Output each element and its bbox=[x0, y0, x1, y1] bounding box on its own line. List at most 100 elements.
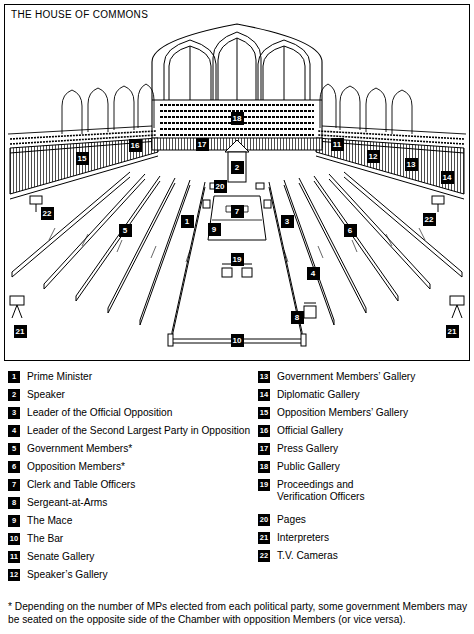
key-label: Pages bbox=[277, 514, 306, 526]
callout-number: 18 bbox=[231, 112, 244, 125]
callout-box: 22 bbox=[41, 207, 54, 220]
callout-box: 1 bbox=[181, 215, 194, 228]
key-entry: 21 Interpreters bbox=[258, 532, 329, 544]
key-entry: 13Government Members’ Gallery bbox=[258, 371, 415, 383]
callout-box: 11 bbox=[331, 138, 344, 151]
callout-number: 14 bbox=[441, 171, 454, 184]
callout-box: 10 bbox=[231, 334, 244, 347]
callout-number: 20 bbox=[258, 514, 270, 526]
key-label: Government Members* bbox=[27, 443, 132, 455]
frame bbox=[5, 5, 470, 361]
callout-box: 22 bbox=[423, 213, 436, 226]
public-gallery-seats bbox=[160, 105, 314, 135]
callout-number: 12 bbox=[8, 569, 20, 581]
callout-number: 13 bbox=[258, 371, 270, 383]
speaker-canopy bbox=[225, 140, 249, 152]
callout-box: 19 bbox=[231, 253, 244, 266]
callout-number: 10 bbox=[8, 533, 20, 545]
key-label: T.V. Cameras bbox=[277, 550, 338, 562]
key-entry: 7 Clerk and Table Officers bbox=[8, 479, 135, 491]
sergeant-chair bbox=[304, 306, 316, 318]
callout-number: 11 bbox=[331, 138, 344, 151]
callout-number: 3 bbox=[8, 407, 20, 419]
gothic-windows bbox=[164, 32, 310, 100]
callout-number: 15 bbox=[258, 407, 270, 419]
callout-number: 22 bbox=[258, 550, 270, 562]
callout-number: 3 bbox=[281, 215, 294, 228]
callout-number: 18 bbox=[258, 461, 270, 473]
callout-box: 16 bbox=[129, 139, 142, 152]
page-seat bbox=[256, 183, 264, 189]
key-label: Official Gallery bbox=[277, 425, 343, 437]
callout-number: 5 bbox=[119, 224, 132, 237]
key-entry: 11Senate Gallery bbox=[8, 551, 94, 563]
callout-number: 7 bbox=[8, 479, 20, 491]
key-entry: 18 Public Gallery bbox=[258, 461, 340, 473]
key-label: Prime Minister bbox=[27, 371, 92, 383]
diagram-title: THE HOUSE OF COMMONS bbox=[11, 9, 148, 20]
callout-box: 12 bbox=[367, 150, 380, 163]
key-entry: 15Opposition Members’ Gallery bbox=[258, 407, 408, 419]
key-label: Senate Gallery bbox=[27, 551, 94, 563]
key-entry: 22 T.V. Cameras bbox=[258, 550, 338, 562]
key-label: Clerk and Table Officers bbox=[27, 479, 135, 491]
callout-number: 1 bbox=[181, 215, 194, 228]
callout-number: 9 bbox=[208, 223, 221, 236]
footnote: * Depending on the number of MPs elected… bbox=[8, 600, 468, 626]
right-side bbox=[269, 84, 466, 337]
callout-number: 21 bbox=[258, 532, 270, 544]
key-label: Public Gallery bbox=[277, 461, 340, 473]
callout-number: 21 bbox=[446, 325, 459, 338]
callout-number: 2 bbox=[8, 389, 20, 401]
callout-number: 5 bbox=[8, 443, 20, 455]
key-entry: 6Opposition Members* bbox=[8, 461, 125, 473]
callout-box: 2 bbox=[231, 161, 244, 174]
key-entry: 16Official Gallery bbox=[258, 425, 343, 437]
key-label: Leader of the Second Largest Party in Op… bbox=[27, 425, 250, 437]
callout-number: 4 bbox=[307, 267, 320, 280]
table bbox=[208, 196, 266, 240]
key-entry: 4 Leader of the Second Largest Party in O… bbox=[8, 425, 250, 437]
officer-chair bbox=[242, 268, 252, 277]
callout-number: 12 bbox=[367, 150, 380, 163]
officer-chair bbox=[222, 268, 232, 277]
key-entry: 14Diplomatic Gallery bbox=[258, 389, 360, 401]
callout-number: 9 bbox=[8, 515, 20, 527]
callout-number: 6 bbox=[8, 461, 20, 473]
key-entry: 9 The Mace bbox=[8, 515, 72, 527]
callout-box: 17 bbox=[196, 138, 209, 151]
callout-number: 14 bbox=[258, 389, 270, 401]
key-entry: 5 Government Members* bbox=[8, 443, 132, 455]
key-entry: 12Speaker’s Gallery bbox=[8, 569, 108, 581]
callout-number: 4 bbox=[8, 425, 20, 437]
callout-box: 20 bbox=[214, 180, 227, 193]
key-label: Press Gallery bbox=[277, 443, 338, 455]
callout-number: 19 bbox=[258, 479, 270, 491]
key-entry: 2Speaker bbox=[8, 389, 65, 401]
callout-box: 13 bbox=[405, 158, 418, 171]
callout-box: 7 bbox=[231, 205, 244, 218]
callout-box: 21 bbox=[446, 325, 459, 338]
callout-box: 3 bbox=[281, 215, 294, 228]
callout-box: 8 bbox=[291, 311, 304, 324]
bar-post bbox=[168, 334, 173, 346]
key-label: Interpreters bbox=[277, 532, 329, 544]
callout-number: 22 bbox=[423, 213, 436, 226]
key-entry: 20 Pages bbox=[258, 514, 306, 526]
callout-number: 16 bbox=[129, 139, 142, 152]
callout-box: 4 bbox=[307, 267, 320, 280]
bar-post bbox=[301, 334, 306, 346]
key-label: The Mace bbox=[27, 515, 72, 527]
key-label: Sergeant-at-Arms bbox=[27, 497, 107, 509]
callout-number: 17 bbox=[258, 443, 270, 455]
callout-number: 13 bbox=[405, 158, 418, 171]
key-label: Proceedings and Verification Officers bbox=[277, 479, 388, 503]
callout-number: 8 bbox=[291, 311, 304, 324]
key-entry: 17 Press Gallery bbox=[258, 443, 338, 455]
callout-box: 15 bbox=[76, 152, 89, 165]
callout-number: 20 bbox=[214, 180, 227, 193]
callout-number: 2 bbox=[231, 161, 244, 174]
callout-number: 6 bbox=[344, 224, 357, 237]
